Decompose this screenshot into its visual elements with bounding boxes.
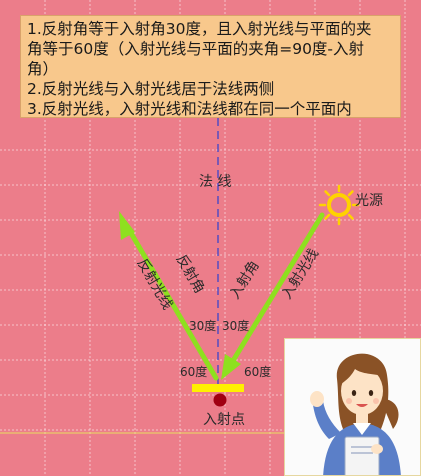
teacher-card <box>284 338 421 476</box>
reflected-ray-arrowhead <box>119 211 135 240</box>
info-line-3: 角） <box>27 60 59 78</box>
angle-right-label: 30度 <box>222 318 249 333</box>
sun-icon <box>318 184 360 226</box>
mirror-surface <box>192 384 244 392</box>
info-line-4: 2.反射光线与入射光线居于法线两侧 <box>27 80 275 98</box>
incident-angle-label: 入射角 <box>227 258 263 302</box>
reflected-ray-label: 反射光线 <box>134 256 176 312</box>
incident-ray <box>221 212 325 380</box>
surface-angle-left-label: 60度 <box>180 364 207 379</box>
light-source-label: 光源 <box>355 193 383 209</box>
reflected-ray <box>119 211 219 381</box>
incident-ray-arrowhead <box>221 354 241 380</box>
info-box: 1.反射角等于入射角30度，且入射光线与平面的夹 角等于60度（入射光线与平面的… <box>20 15 401 118</box>
info-line-1: 1.反射角等于入射角30度，且入射光线与平面的夹 <box>27 20 372 38</box>
angle-left-label: 30度 <box>189 318 216 333</box>
normal-label: 法 线 <box>199 174 231 190</box>
teacher-illustration <box>310 353 401 475</box>
surface-angle-right-label: 60度 <box>244 364 271 379</box>
info-line-5: 3.反射光线，入射光线和法线都在同一个平面内 <box>27 100 352 118</box>
incidence-point-marker <box>213 393 227 407</box>
info-line-2: 角等于60度（入射光线与平面的夹角=90度-入射 <box>27 40 365 58</box>
incidence-point-label: 入射点 <box>203 412 245 428</box>
